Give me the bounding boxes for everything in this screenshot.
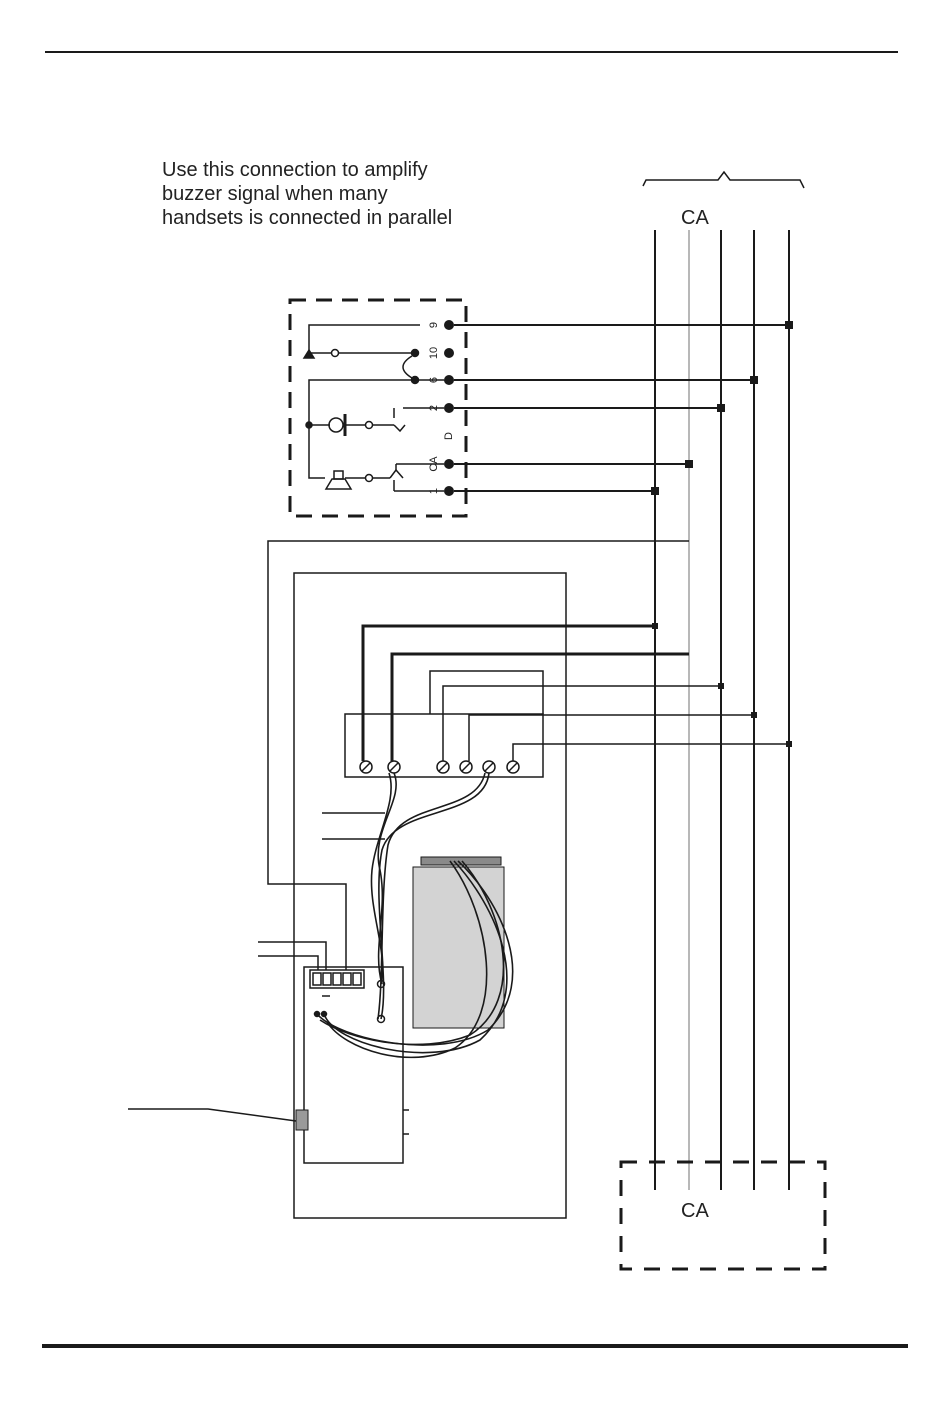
speaker-icon — [334, 471, 343, 479]
terminal-label-10: 10 — [428, 347, 440, 359]
terminal-label-d: D — [443, 432, 455, 440]
camera-module — [413, 867, 504, 1028]
block-bus-wires — [363, 626, 789, 761]
bus-label-ca-top: CA — [681, 207, 709, 229]
screw-6 — [507, 761, 519, 773]
microphone-icon — [329, 418, 343, 432]
screw-5 — [483, 761, 495, 773]
bus-label-ca-bottom: CA — [681, 1200, 709, 1222]
terminal-2 — [444, 403, 454, 413]
control-board — [304, 967, 403, 1163]
terminal-9 — [444, 320, 454, 330]
screw-2 — [388, 761, 400, 773]
screw-4 — [460, 761, 472, 773]
handset-bus-wires — [454, 322, 792, 494]
next-handset-box — [621, 1162, 825, 1269]
board-pins — [403, 1110, 409, 1134]
buzzer-arrow-icon — [304, 350, 314, 358]
terminal-10 — [444, 348, 454, 358]
terminal-1 — [444, 486, 454, 496]
screw-3 — [437, 761, 449, 773]
bus-lines — [655, 230, 789, 1190]
terminal-6 — [444, 375, 454, 385]
board-component — [296, 1110, 308, 1130]
handset-terminals — [444, 320, 454, 496]
screw-1 — [360, 761, 372, 773]
board-connector — [310, 970, 364, 996]
terminal-ca — [444, 459, 454, 469]
handset-internal-circuit — [304, 325, 444, 491]
bus-brace — [643, 172, 804, 188]
terminal-screws — [360, 761, 519, 773]
terminal-label-9: 9 — [428, 322, 440, 328]
